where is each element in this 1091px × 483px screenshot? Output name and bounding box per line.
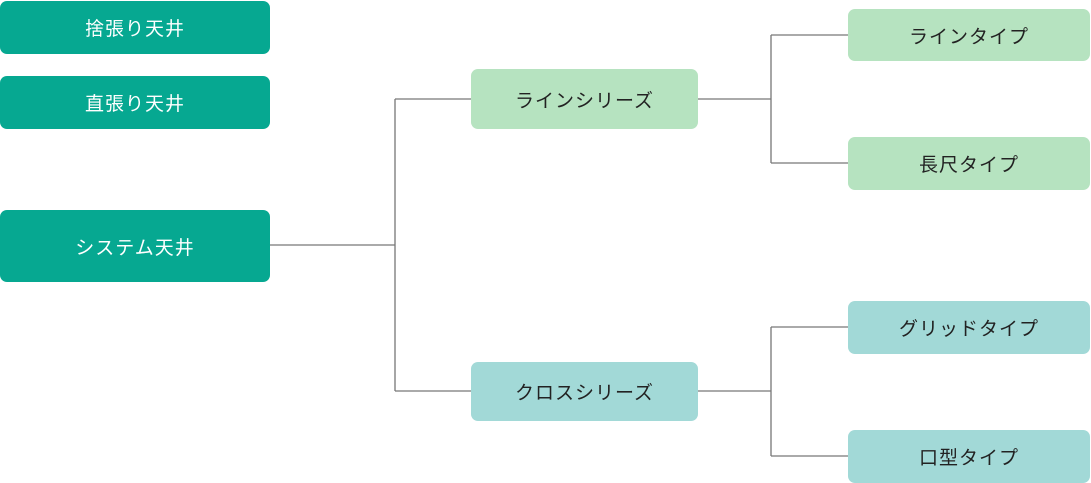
- node-grid-type: グリッドタイプ: [848, 301, 1090, 354]
- node-cross-series: クロスシリーズ: [471, 362, 698, 421]
- node-line-type: ラインタイプ: [848, 9, 1090, 61]
- node-jikabari-ceiling: 直張り天井: [0, 76, 270, 129]
- node-system-ceiling: システム天井: [0, 210, 270, 282]
- node-choshaku-type: 長尺タイプ: [848, 137, 1090, 190]
- node-line-series: ラインシリーズ: [471, 69, 698, 129]
- node-kuchigata-type: 口型タイプ: [848, 430, 1090, 483]
- node-sutebari-ceiling: 捨張り天井: [0, 1, 270, 54]
